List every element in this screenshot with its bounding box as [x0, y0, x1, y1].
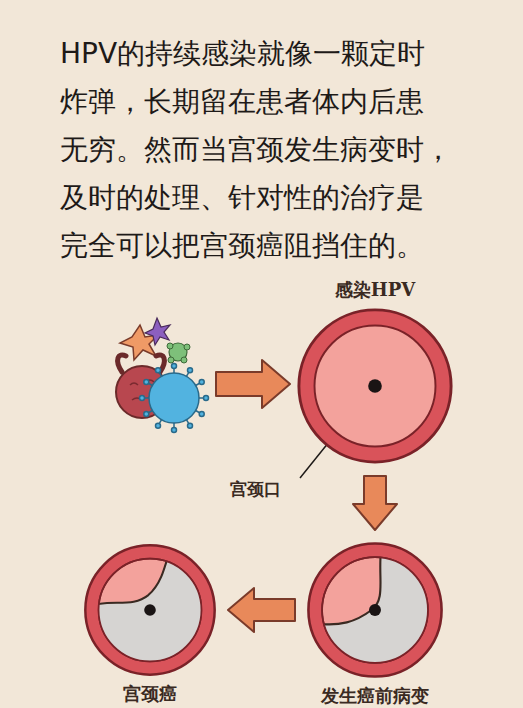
stage-label: 宫颈癌 [121, 678, 179, 708]
part-label: 宫颈口 [228, 478, 283, 501]
cervix-circle [305, 540, 445, 680]
stage-node: 发生癌前病变 [305, 540, 445, 708]
cervix-circle [82, 542, 218, 678]
block-arrow [228, 588, 295, 632]
virus [145, 318, 170, 345]
block-arrow [353, 476, 397, 530]
cervix-circle [295, 306, 455, 466]
stage-node: 感染HPV [295, 274, 455, 466]
virus [167, 343, 190, 363]
virus [140, 364, 209, 433]
stage-node: 宫颈癌 [82, 542, 218, 708]
stage-label: 发生癌前病变 [319, 680, 431, 708]
title: HPV的持续感染就像一颗定时 炸弹，长期留在患者体内后患 无穷。然而当宫颈发生病… [60, 30, 490, 270]
block-arrow [216, 360, 290, 408]
stage-label: 感染HPV [333, 274, 418, 306]
